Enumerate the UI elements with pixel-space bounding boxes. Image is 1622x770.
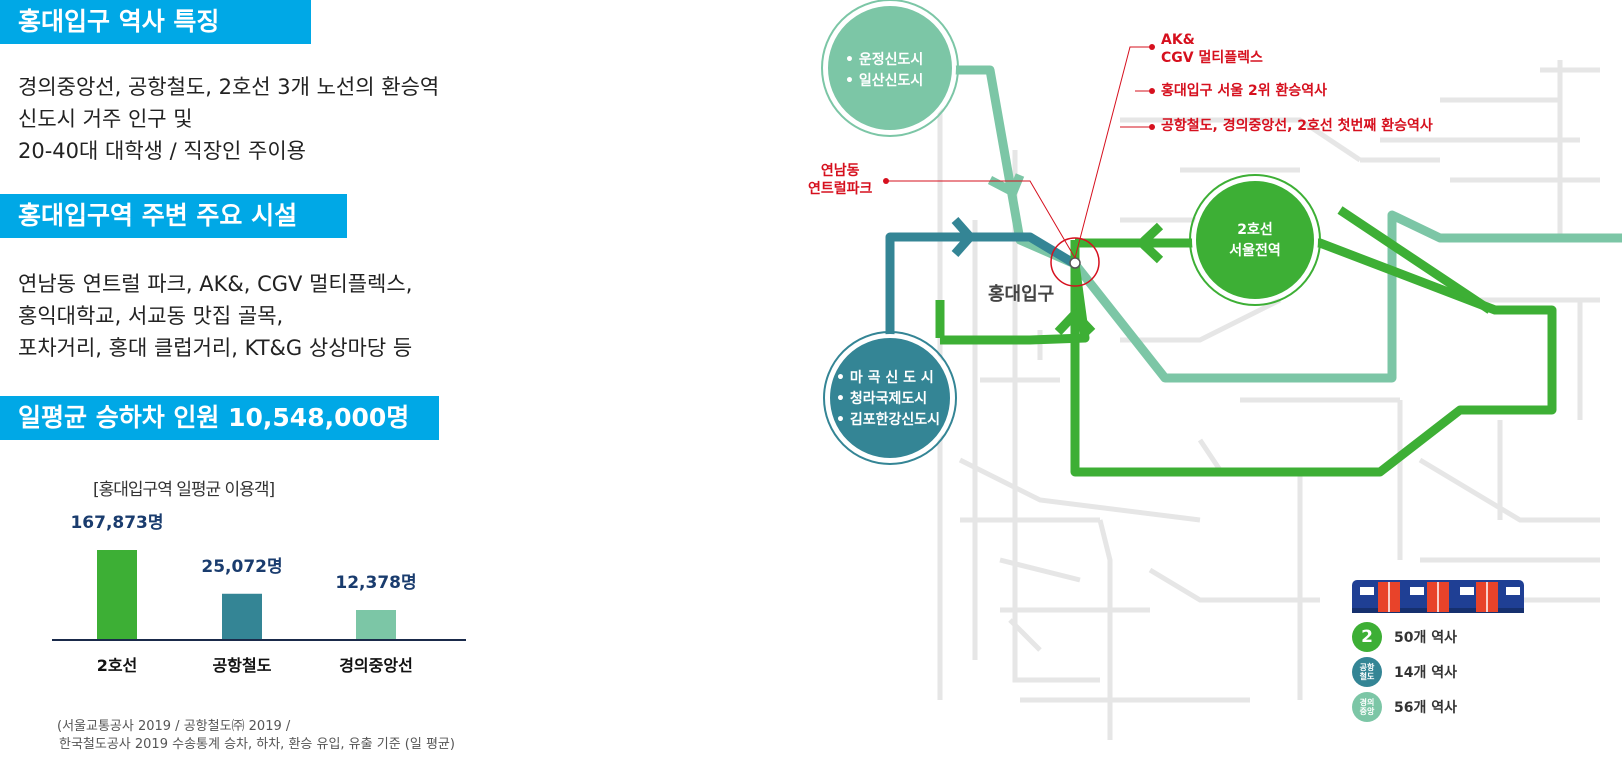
section-title-features: 홍대입구 역사 특징 [0,0,311,44]
circle-gimpo-line: • 청라국제도시 [836,391,928,407]
annotation-rank: 홍대입구 서울 2위 환승역사 [1161,83,1328,99]
circle-ilsan-paju-ring [821,0,959,137]
subway-map [821,0,1622,740]
annotation-ak: AK& CGV 멀티플렉스 [1161,31,1263,67]
legend-row-line2: 2 50개 역사 [1352,622,1457,652]
circle-gimpo-line: • 김포한강신도시 [836,412,940,428]
annotation-ak-line: AK& [1161,32,1195,48]
annotation-yeonnam-line: 연남동 [820,163,860,179]
facilities-line: 연남동 연트럴 파크, AK&, CGV 멀티플렉스, [18,272,413,296]
annotation-ak-line: CGV 멀티플렉스 [1161,50,1263,66]
source-note: (서울교통공사 2019 / 공항철도㈜ 2019 / 한국철도공사 2019 … [57,718,455,754]
train-icon [1352,580,1524,613]
section-title-facilities: 홍대입구역 주변 주요 시설 [0,194,347,238]
annotation-first: 공항철도, 경의중앙선, 2호선 첫번째 환승역사 [1161,118,1433,134]
circle-line2-label: 2호선 서울전역 [1225,220,1285,262]
features-line: 20-40대 대학생 / 직장인 주이용 [18,139,306,163]
facilities-text: 연남동 연트럴 파크, AK&, CGV 멀티플렉스, 홍익대학교, 서교동 맛… [18,268,412,364]
bar-value-label: 167,873명 [70,513,163,533]
hongik-station-marker [1069,257,1081,269]
features-text: 경의중앙선, 공항철도, 2호선 3개 노선의 환승역 신도시 거주 인구 및 … [18,71,439,167]
circle-ilsan-line: • 일산신도시 [845,73,924,89]
annotation-yeonnam: 연남동 연트럴파크 [808,162,872,198]
features-line: 신도시 거주 인구 및 [18,107,193,131]
line2-badge-icon: 2 [1352,622,1382,652]
line2-route [935,206,1557,477]
legend-text: 14개 역사 [1394,665,1457,681]
legend-text: 56개 역사 [1394,700,1457,716]
circle-ilsan-line: • 운정신도시 [845,52,924,68]
circle-line2-seoul [1192,177,1318,303]
source-line: (서울교통공사 2019 / 공항철도㈜ 2019 / [57,719,291,734]
station-name-hongik: 홍대입구 [988,284,1055,305]
annotation-lines [886,46,1152,259]
facilities-line: 홍익대학교, 서교동 맛집 골목, [18,304,284,328]
circle-line2-line: 2호선 [1237,222,1273,238]
background-network [937,60,1600,740]
facilities-line: 포차거리, 홍대 클럽거리, KT&G 상상마당 등 [18,336,413,360]
circle-ilsan-paju [824,2,956,134]
gyeongui-badge-icon: 경의 중앙 [1352,692,1382,722]
circle-gimpo-cheongna-ring [823,331,957,465]
category-label: 공항철도 [213,656,272,675]
circle-gimpo-cheongna [826,334,954,462]
annotation-dots [883,44,1155,184]
circle-gimpo-label: • 마 곡 신 도 시 • 청라국제도시 • 김포한강신도시 [836,368,940,431]
source-line: 한국철도공사 2019 수송통계 승차, 하차, 환승 유입, 유출 기준 (일… [59,737,455,752]
circle-line2-line: 서울전역 [1229,243,1281,259]
circle-gimpo-line: • 마 곡 신 도 시 [836,370,934,386]
circle-line2-seoul-ring [1189,174,1321,306]
category-label: 2호선 [97,656,138,675]
airport-badge-icon: 공항 철도 [1352,657,1382,687]
bar-value-label: 12,378명 [335,573,416,593]
hongik-station-highlight [1050,237,1100,287]
legend-row-gyeongui: 경의 중앙 56개 역사 [1352,692,1457,722]
section-title-ridership: 일평균 승하차 인원 10,548,000명 [0,396,439,440]
bar-3 [356,610,396,640]
annotation-yeonnam-line: 연트럴파크 [808,181,873,197]
circle-ilsan-label: • 운정신도시 • 일산신도시 [845,50,923,92]
category-label: 경의중앙선 [339,656,413,675]
bar-value-label: 25,072명 [201,557,282,577]
airport-line [885,217,1078,340]
bar-1 [97,550,137,640]
legend-text: 50개 역사 [1394,630,1457,646]
legend-row-airport: 공항 철도 14개 역사 [1352,657,1457,687]
chart-caption: [홍대입구역 일평균 이용객] [93,480,275,500]
bar-2 [222,593,262,640]
features-line: 경의중앙선, 공항철도, 2호선 3개 노선의 환승역 [18,75,440,99]
